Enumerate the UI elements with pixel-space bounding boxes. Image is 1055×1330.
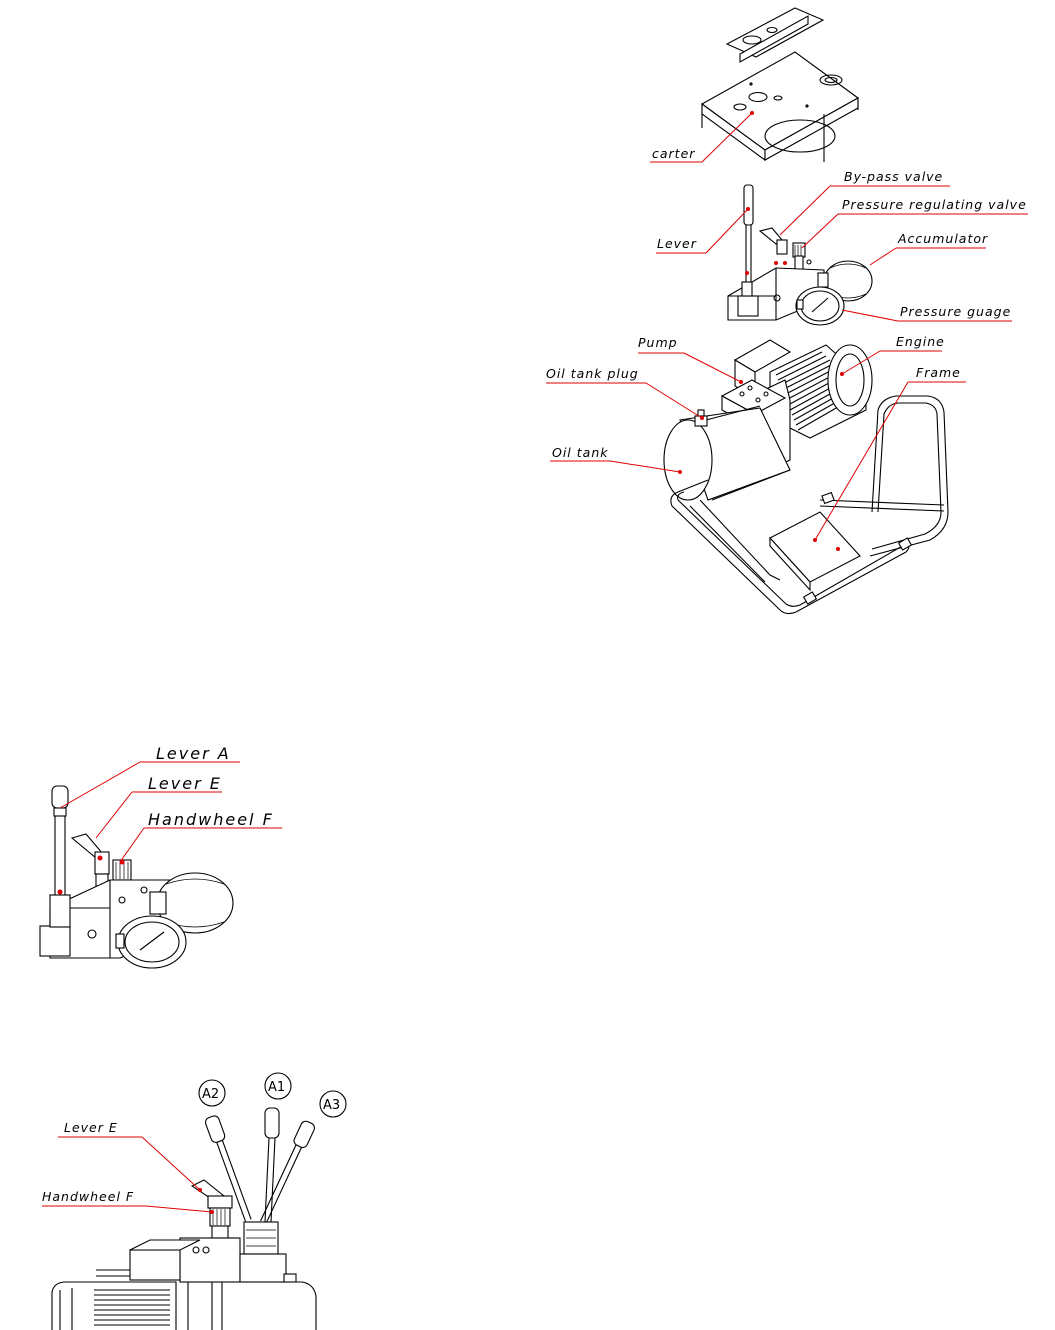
svg-text:A2: A2: [202, 1087, 219, 1102]
detail-lever-positions: A2 A1 A3: [42, 1072, 347, 1330]
label-oil-tank: Oil tank: [552, 445, 608, 460]
label-oil-tank-plug: Oil tank plug: [546, 366, 639, 381]
label-lever-e-positions: Lever E: [64, 1120, 118, 1135]
svg-text:A3: A3: [323, 1098, 340, 1113]
position-a2-circle: A2: [198, 1079, 226, 1107]
label-lever-a: Lever A: [156, 744, 231, 763]
label-handwheel-f-positions: Handwheel F: [42, 1189, 134, 1204]
label-bypass-valve: By-pass valve: [844, 169, 943, 184]
motor-pump-part: [663, 339, 873, 501]
label-pressure-regulating-valve: Pressure regulating valve: [842, 197, 1027, 212]
label-accumulator: Accumulator: [897, 231, 988, 246]
label-engine: Engine: [896, 334, 945, 349]
label-pressure-gauge: Pressure guage: [900, 304, 1011, 319]
callouts: carter By-pass valve Pressure regulating…: [546, 111, 1028, 541]
valve-block-part: [727, 184, 873, 326]
label-frame: Frame: [916, 365, 961, 380]
svg-text:A1: A1: [268, 1080, 285, 1095]
label-handwheel-f: Handwheel F: [148, 810, 274, 829]
frame-part: [670, 395, 949, 615]
carter-part: [700, 7, 860, 162]
label-lever: Lever: [657, 236, 697, 251]
detail-valve-block: Lever A Lever E Handwheel F: [39, 744, 282, 969]
position-a1-circle: A1: [264, 1072, 292, 1100]
label-pump: Pump: [638, 335, 678, 350]
label-carter: carter: [652, 146, 695, 161]
exploded-view: carter By-pass valve Pressure regulating…: [546, 7, 1028, 615]
position-a3-circle: A3: [319, 1090, 347, 1118]
label-lever-e: Lever E: [148, 774, 222, 793]
